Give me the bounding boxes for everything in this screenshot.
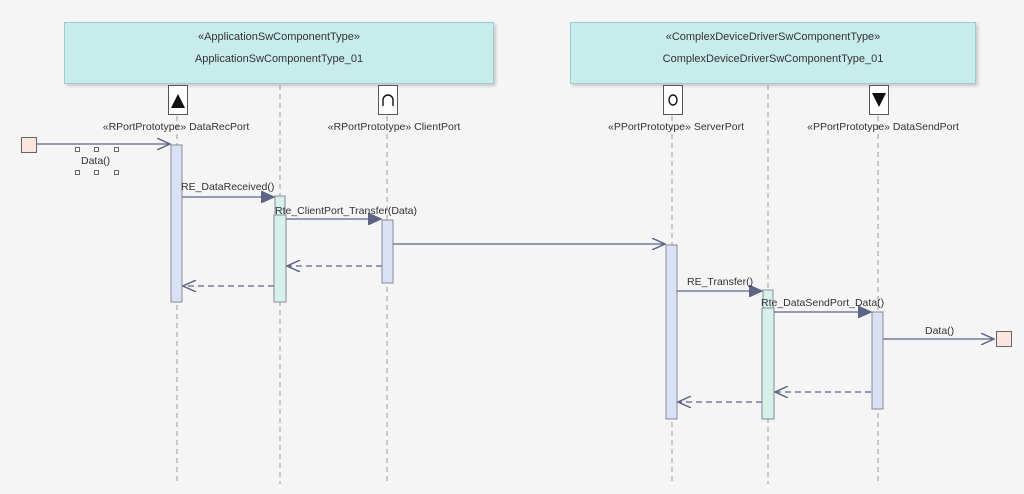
triangle-up-icon	[171, 94, 185, 108]
message-label-rte-client-transfer[interactable]: Rte_ClientPort_Transfer(Data)	[275, 205, 417, 217]
component-stereotype: «ApplicationSwComponentType»	[197, 31, 361, 43]
component-application[interactable]: «ApplicationSwComponentType» Application…	[64, 22, 494, 84]
selection-handle[interactable]	[114, 147, 119, 152]
selection-handle[interactable]	[75, 147, 80, 152]
selection-handle[interactable]	[114, 170, 119, 175]
selection-handle[interactable]	[75, 170, 80, 175]
message-label-data-out[interactable]: Data()	[925, 325, 955, 337]
port-serverport[interactable]	[663, 85, 683, 115]
component-stereotype: «ComplexDeviceDriverSwComponentType»	[665, 31, 881, 43]
client-arc-icon	[382, 94, 394, 106]
port-label-datarecport: «RPortPrototype» DataRecPort	[102, 121, 250, 133]
gate-input[interactable]	[21, 137, 37, 153]
component-name: ApplicationSwComponentType_01	[194, 53, 364, 65]
port-label-clientport: «RPortPrototype» ClientPort	[327, 121, 461, 133]
port-datasendport[interactable]	[869, 85, 889, 115]
component-cdd[interactable]: «ComplexDeviceDriverSwComponentType» Com…	[570, 22, 976, 84]
activation-bar-datarecport	[170, 144, 183, 303]
activation-bar-datasendport	[871, 311, 884, 410]
selection-handle[interactable]	[94, 147, 99, 152]
port-label-datasendport: «PPortPrototype» DataSendPort	[807, 121, 959, 133]
message-label-rte-data-send[interactable]: Rte_DataSendPort_Data()	[761, 297, 885, 309]
activation-bar-transfer-runnable	[761, 307, 775, 420]
port-datarecport[interactable]	[168, 85, 188, 115]
gate-output[interactable]	[996, 331, 1012, 347]
component-name: ComplexDeviceDriverSwComponentType_01	[662, 53, 884, 65]
selection-handle[interactable]	[94, 170, 99, 175]
message-label-data-in[interactable]: Data()	[81, 155, 111, 167]
activation-bar-rx-runnable	[273, 214, 287, 303]
triangle-down-icon	[872, 93, 886, 107]
message-label-re-data-received[interactable]: RE_DataReceived()	[181, 181, 275, 193]
port-clientport[interactable]	[378, 85, 398, 115]
server-circle-icon	[668, 94, 678, 106]
message-label-re-transfer[interactable]: RE_Transfer()	[687, 276, 754, 288]
activation-bar-serverport	[665, 244, 678, 420]
port-label-serverport: «PPortPrototype» ServerPort	[608, 121, 744, 133]
activation-bar-clientport	[381, 219, 394, 284]
